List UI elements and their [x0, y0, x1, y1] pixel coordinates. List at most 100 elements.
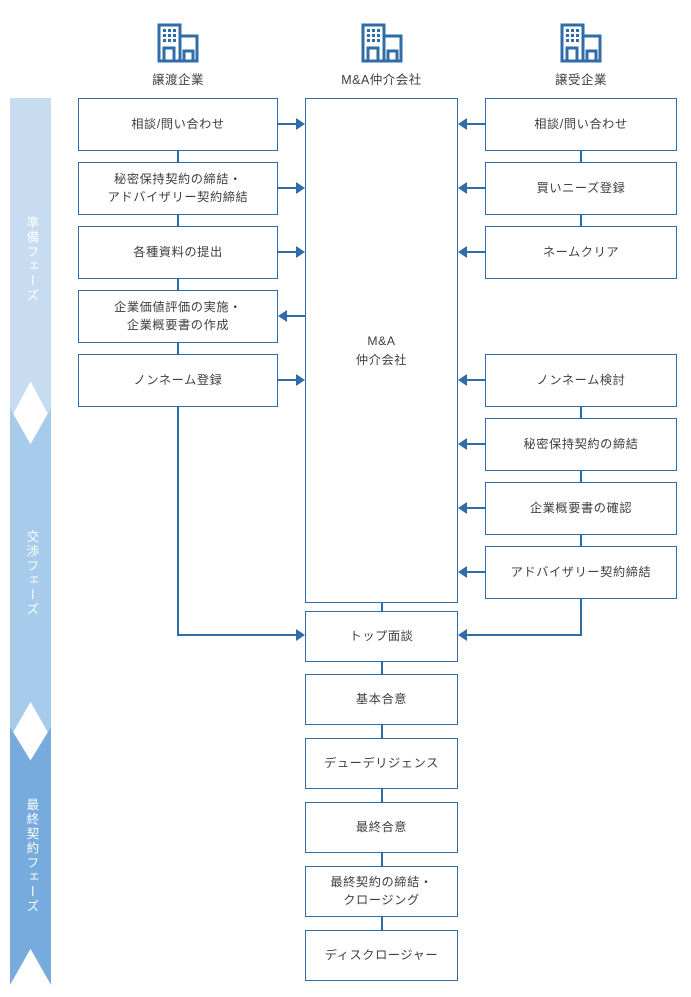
right-step-label-7: アドバイザリー契約締結 [510, 564, 652, 579]
left-connector-2-3 [177, 214, 179, 227]
center-connector-3-4 [381, 788, 383, 802]
left-arrow-line-5 [278, 379, 296, 381]
center-step-box-3[interactable]: デューデリジェンス [305, 738, 458, 789]
center-hub-box: M&A 仲介会社 [305, 98, 458, 603]
center-step-label-6: ディスクロージャー [324, 947, 439, 962]
right-arrow-head-7 [458, 566, 467, 578]
building-icon [361, 23, 402, 63]
left-arrow-line-2 [278, 187, 296, 189]
right-step-box-5[interactable]: 秘密保持契約の締結 [485, 418, 677, 471]
left-arrow-head-2 [296, 182, 305, 194]
center-step-box-2[interactable]: 基本合意 [305, 674, 458, 725]
right-step-box-1[interactable]: 相談/問い合わせ [485, 98, 677, 151]
center-connector-4-5 [381, 852, 383, 866]
right-long-connector-head [458, 629, 467, 641]
left-arrow-line-1 [278, 123, 296, 125]
center-step-box-5[interactable]: 最終契約の締結・クロージング [305, 866, 458, 917]
right-connector-1-2 [580, 150, 582, 163]
center-step-label-1: トップ面談 [349, 628, 414, 643]
right-long-connector-vertical [580, 598, 582, 636]
right-connector-4-5 [580, 406, 582, 419]
right-arrow-head-1 [458, 118, 467, 130]
right-arrow-head-6 [458, 502, 467, 514]
left-arrow-line-3 [278, 251, 296, 253]
left-step-label-1: 相談/問い合わせ [131, 116, 225, 131]
left-connector-4-5 [177, 342, 179, 355]
column-header-center: M&A仲介会社 [305, 22, 458, 88]
center-connector-2-3 [381, 724, 383, 738]
center-step-label-4: 最終合意 [355, 819, 408, 834]
left-step-label-2: 秘密保持契約の締結・アドバイザリー契約締結 [107, 171, 249, 204]
left-connector-3-4 [177, 278, 179, 291]
left-step-box-2[interactable]: 秘密保持契約の締結・アドバイザリー契約締結 [78, 162, 278, 215]
right-connector-6-7 [580, 534, 582, 547]
column-header-left: 譲渡企業 [78, 22, 278, 88]
left-step-box-1[interactable]: 相談/問い合わせ [78, 98, 278, 151]
phase-label-negotiation: 交渉フェーズ [24, 529, 39, 617]
left-long-connector-horizontal [177, 634, 296, 636]
left-connector-1-2 [177, 150, 179, 163]
right-step-label-5: 秘密保持契約の締結 [523, 436, 639, 451]
right-step-box-7[interactable]: アドバイザリー契約締結 [485, 546, 677, 599]
center-connector-5-6 [381, 916, 383, 930]
center-step-box-1[interactable]: トップ面談 [305, 611, 458, 662]
left-arrow-line-4 [287, 315, 305, 317]
phase-label-preparation: 準備フェーズ [24, 215, 39, 303]
right-step-label-1: 相談/問い合わせ [534, 116, 628, 131]
center-step-label-5: 最終契約の締結・クロージング [330, 874, 433, 907]
right-step-box-4[interactable]: ノンネーム検討 [485, 354, 677, 407]
column-header-right: 譲受企業 [485, 22, 677, 88]
right-arrow-line-5 [467, 443, 485, 445]
left-step-label-4: 企業価値評価の実施・企業概要書の作成 [114, 299, 242, 332]
right-step-label-6: 企業概要書の確認 [529, 500, 633, 515]
left-step-label-5: ノンネーム登録 [133, 372, 223, 387]
right-step-box-2[interactable]: 買いニーズ登録 [485, 162, 677, 215]
left-step-label-3: 各種資料の提出 [133, 244, 223, 259]
left-arrow-head-3 [296, 246, 305, 258]
center-connector-hub-1 [381, 602, 383, 613]
left-step-box-5[interactable]: ノンネーム登録 [78, 354, 278, 407]
phase-band-final-contract: 最終契約フェーズ [10, 727, 51, 985]
phase-band-preparation: 準備フェーズ [10, 98, 51, 420]
right-arrow-head-2 [458, 182, 467, 194]
left-step-box-4[interactable]: 企業価値評価の実施・企業概要書の作成 [78, 290, 278, 343]
center-connector-1-2 [381, 661, 383, 674]
right-step-box-6[interactable]: 企業概要書の確認 [485, 482, 677, 535]
center-hub-line1: M&A [367, 334, 396, 349]
left-step-box-3[interactable]: 各種資料の提出 [78, 226, 278, 279]
center-step-box-6[interactable]: ディスクロージャー [305, 930, 458, 981]
right-arrow-head-5 [458, 438, 467, 450]
right-step-box-3[interactable]: ネームクリア [485, 226, 677, 279]
left-arrow-head-5 [296, 374, 305, 386]
phase-band-negotiation: 交渉フェーズ [10, 408, 51, 738]
right-connector-2-3 [580, 214, 582, 227]
right-arrow-line-4 [467, 379, 485, 381]
column-label-left: 譲渡企業 [151, 73, 204, 87]
right-arrow-line-6 [467, 507, 485, 509]
right-arrow-line-7 [467, 571, 485, 573]
right-arrow-head-4 [458, 374, 467, 386]
center-hub-text: M&A 仲介会社 [351, 332, 412, 369]
left-arrow-head-1 [296, 118, 305, 130]
right-arrow-line-1 [467, 123, 485, 125]
center-step-label-2: 基本合意 [355, 691, 408, 706]
column-label-right: 譲受企業 [554, 73, 607, 87]
right-step-label-4: ノンネーム検討 [536, 372, 626, 387]
right-connector-5-6 [580, 470, 582, 483]
building-icon [560, 23, 602, 63]
center-step-box-4[interactable]: 最終合意 [305, 802, 458, 853]
right-arrow-head-3 [458, 246, 467, 258]
right-arrow-line-2 [467, 187, 485, 189]
building-icon [157, 23, 199, 63]
right-step-label-3: ネームクリア [542, 244, 620, 259]
center-step-label-3: デューデリジェンス [324, 755, 439, 770]
left-arrow-head-4 [278, 310, 287, 322]
left-long-connector-vertical [177, 406, 179, 636]
column-label-center: M&A仲介会社 [341, 73, 422, 87]
right-long-connector-horizontal [467, 634, 582, 636]
phase-label-final-contract: 最終契約フェーズ [24, 798, 39, 914]
right-arrow-line-3 [467, 251, 485, 253]
left-long-connector-head [296, 629, 305, 641]
right-step-label-2: 買いニーズ登録 [536, 180, 626, 195]
